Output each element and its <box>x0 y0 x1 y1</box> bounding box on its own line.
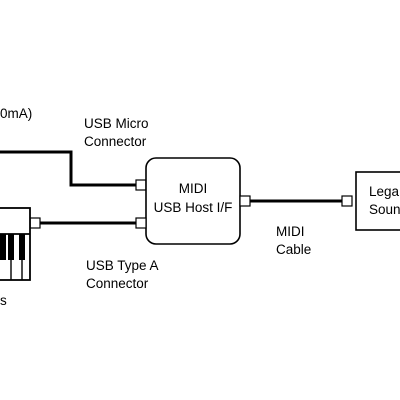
power-label: 0mA) <box>0 106 32 121</box>
keyboard-usb-port <box>29 217 41 229</box>
usb-type-a-label-line1: USB Type A <box>86 258 159 273</box>
midi-in-connector <box>341 195 353 207</box>
usb-micro-label-line2: Connector <box>84 134 147 149</box>
midi-keyboard <box>0 207 31 281</box>
midi-out-connector <box>239 195 251 207</box>
usb-micro-connector <box>135 179 147 191</box>
usb-type-a-connector <box>135 217 147 229</box>
midi-cable-label-line1: MIDI <box>276 224 305 239</box>
host-interface-label-line1: MIDI <box>179 181 208 196</box>
legacy-sound-module-label-line2: Soun <box>369 202 400 217</box>
power-cable <box>0 150 136 187</box>
legacy-sound-module-label-line1: Lega <box>369 184 400 199</box>
usb-type-a-label-line2: Connector <box>86 276 149 291</box>
legacy-sound-module-box <box>355 171 400 231</box>
keyboard-label-fragment: s <box>0 293 7 308</box>
midi-cable-label-line2: Cable <box>276 242 311 257</box>
host-interface-label-line2: USB Host I/F <box>154 200 233 215</box>
usb-micro-label-line1: USB Micro <box>84 116 149 131</box>
